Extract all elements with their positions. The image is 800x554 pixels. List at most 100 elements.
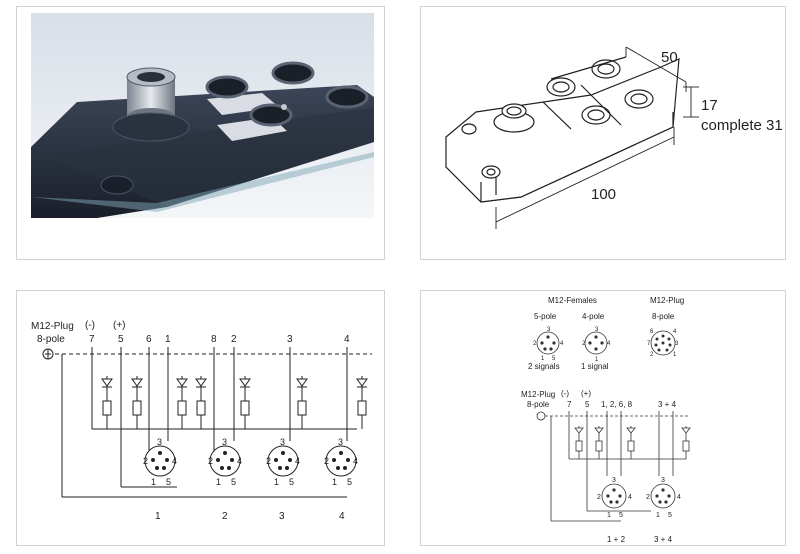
f5-d4: 4 — [560, 341, 564, 347]
s2-pin1: 1 — [216, 477, 221, 487]
small-socket-circles — [601, 483, 676, 509]
ss1-d5: 5 — [619, 512, 623, 519]
sig1-label: 1 signal — [581, 362, 609, 371]
pinout-diagram: M12-Females M12-Plug 5-pole 4-pole 8-pol… — [521, 296, 691, 544]
pin-top-3: 1 — [165, 334, 171, 345]
s1-pin3: 3 — [157, 437, 162, 447]
socket-pins — [151, 451, 350, 470]
neg2-label: (-) — [561, 389, 569, 398]
plug2-label: M12-Plug — [521, 390, 555, 399]
small-resistors — [574, 427, 691, 452]
pin-top-1: 5 — [118, 334, 124, 345]
s1-pin1: 1 — [151, 477, 156, 487]
f5-d1: 1 — [541, 356, 545, 362]
pin-top-4: 8 — [211, 334, 217, 345]
socket-1-label: 1 — [155, 511, 161, 522]
ss2-d2: 2 — [646, 494, 650, 501]
ss1-d4: 4 — [628, 494, 632, 501]
p8-d3: 3 — [675, 341, 679, 347]
s2-pin5: 5 — [231, 477, 236, 487]
pin-top-5: 2 — [231, 334, 237, 345]
s1-pin4: 4 — [172, 456, 177, 466]
small-socket-pins — [606, 488, 671, 504]
s12-label: 1 + 2 — [607, 535, 626, 544]
f4-d2: 2 — [582, 341, 586, 347]
grp-label: 1, 2, 6, 8 — [601, 400, 633, 409]
wiring-diagram: M12-Plug 8-pole (-) (+) 7 5 6 1 8 2 3 4 … — [31, 320, 372, 522]
pin-top-2: 6 — [146, 334, 152, 345]
f4-d3: 3 — [595, 327, 599, 333]
dim-length: 100 — [591, 186, 616, 203]
f5-d2: 2 — [533, 341, 537, 347]
neg-label: (-) — [85, 320, 95, 331]
ss2-d5: 5 — [668, 512, 672, 519]
f5-label: 5-pole — [534, 312, 557, 321]
n5-label: 5 — [585, 400, 590, 409]
s4-pin4: 4 — [353, 456, 358, 466]
females-label: M12-Females — [548, 296, 597, 305]
s3-pin1: 1 — [274, 477, 279, 487]
ss1-d2: 2 — [597, 494, 601, 501]
ss1-d1: 1 — [607, 512, 611, 519]
product-photo — [17, 7, 384, 259]
ss1-d3: 3 — [612, 477, 616, 484]
plug-top-label: M12-Plug — [650, 296, 684, 305]
f5-d5: 5 — [552, 356, 556, 362]
s34-label: 3 + 4 — [654, 535, 673, 544]
s3-pin5: 5 — [289, 477, 294, 487]
p8-label: 8-pole — [652, 312, 675, 321]
socket-4-label: 4 — [339, 511, 345, 522]
s2-pin4: 4 — [237, 456, 242, 466]
resistors — [102, 400, 367, 416]
led-symbols — [101, 378, 368, 388]
f4-d1: 1 — [595, 357, 599, 363]
socket-circles — [144, 445, 357, 477]
dimension-drawing: 50 17 complete 31 100 — [445, 46, 783, 229]
ss2-d3: 3 — [661, 477, 665, 484]
poles-label: 8-pole — [37, 334, 65, 345]
pos-label: (+) — [113, 320, 126, 331]
s4-pin3: 3 — [338, 437, 343, 447]
f4-label: 4-pole — [582, 312, 605, 321]
s4-pin2: 2 — [324, 456, 329, 466]
p8-d1: 1 — [673, 352, 677, 358]
product-photo-panel — [16, 6, 385, 260]
p8-d4: 4 — [673, 329, 677, 335]
poles2-label: 8-pole — [527, 400, 550, 409]
pin-top-6: 3 — [287, 334, 293, 345]
pin-top-0: 7 — [89, 334, 95, 345]
s4-pin5: 5 — [347, 477, 352, 487]
pin-top-7: 4 — [344, 334, 350, 345]
plug-label: M12-Plug — [31, 321, 74, 332]
wiring-lines — [42, 347, 372, 498]
dimension-drawing-panel: 50 17 complete 31 100 — [420, 6, 786, 260]
f5-d3: 3 — [547, 327, 551, 333]
p8-d2: 2 — [650, 352, 654, 358]
s2-pin3: 3 — [222, 437, 227, 447]
ss2-d1: 1 — [656, 512, 660, 519]
pinout-circles — [536, 330, 676, 356]
dim-width: 50 — [661, 49, 678, 66]
f4-d4: 4 — [607, 341, 611, 347]
pinout-panel: M12-Females M12-Plug 5-pole 4-pole 8-pol… — [420, 290, 786, 546]
wiring-diagram-panel: M12-Plug 8-pole (-) (+) 7 5 6 1 8 2 3 4 … — [16, 290, 385, 546]
p8-d7: 7 — [647, 341, 651, 347]
p8-d6: 6 — [650, 329, 654, 335]
n7-label: 7 — [567, 400, 572, 409]
ss2-d4: 4 — [677, 494, 681, 501]
s4-pin1: 1 — [332, 477, 337, 487]
pinout-dots — [540, 334, 672, 352]
socket-3-label: 3 — [279, 511, 285, 522]
sig2-label: 2 signals — [528, 362, 560, 371]
dim-height: 17 — [701, 97, 718, 114]
dim-complete: complete 31 — [701, 117, 783, 134]
socket-2-label: 2 — [222, 511, 228, 522]
grp2-label: 3 + 4 — [658, 400, 677, 409]
s3-pin4: 4 — [295, 456, 300, 466]
s1-pin2: 2 — [143, 456, 148, 466]
pos2-label: (+) — [581, 389, 591, 398]
s2-pin2: 2 — [208, 456, 213, 466]
s3-pin3: 3 — [280, 437, 285, 447]
s1-pin5: 5 — [166, 477, 171, 487]
s3-pin2: 2 — [266, 456, 271, 466]
